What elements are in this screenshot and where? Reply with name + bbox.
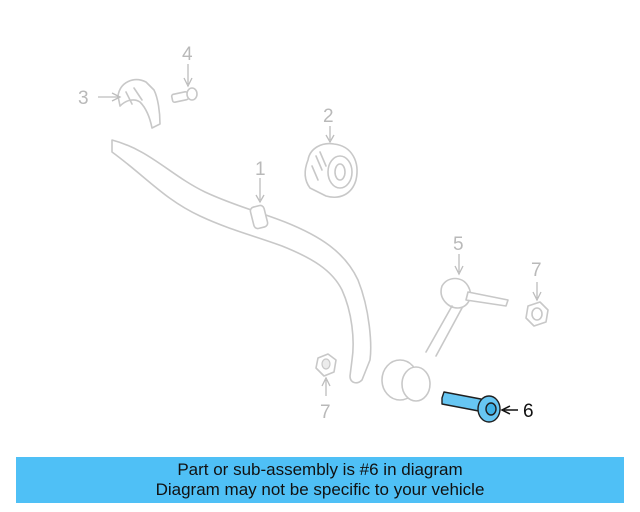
callout-3: 3	[78, 88, 89, 109]
callout-7: 7	[531, 260, 542, 281]
bushing	[304, 142, 358, 198]
highlighted-bolt	[441, 391, 501, 423]
bolt	[170, 87, 198, 104]
callout-7: 7	[320, 402, 331, 423]
callout-5: 5	[453, 234, 464, 255]
nut	[315, 353, 337, 377]
callout-1: 1	[255, 159, 266, 180]
stabilizer-bar	[111, 139, 372, 384]
banner-line-1: Part or sub-assembly is #6 in diagram	[177, 460, 463, 479]
callout-6: 6	[523, 401, 534, 422]
stabilizer-link	[381, 277, 509, 402]
callout-2: 2	[323, 106, 334, 127]
bracket	[117, 78, 161, 129]
callout-4: 4	[182, 44, 193, 65]
nut	[525, 301, 549, 327]
banner-line-2: Diagram may not be specific to your vehi…	[155, 480, 485, 499]
leader-lines	[98, 64, 542, 415]
info-banner: Part or sub-assembly is #6 in diagram Di…	[16, 457, 624, 503]
